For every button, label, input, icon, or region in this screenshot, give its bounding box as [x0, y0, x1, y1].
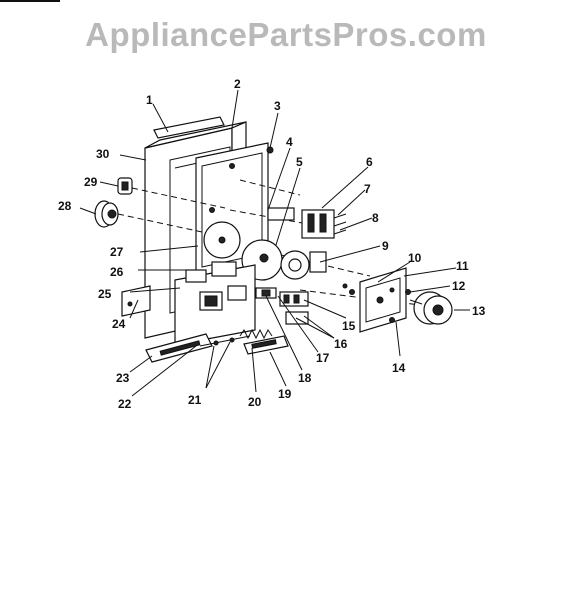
- callout-12: 12: [452, 279, 466, 293]
- callout-20: 20: [248, 395, 262, 409]
- motor-bracket: [359, 267, 407, 333]
- top-bracket: [153, 116, 225, 139]
- callout-4: 4: [286, 135, 293, 149]
- callout-labels: 1 2 3 4 5 6 7 8 9 10 11 12 13 14 15 16 1…: [58, 77, 486, 411]
- callout-5: 5: [296, 155, 303, 169]
- callout-13: 13: [472, 304, 486, 318]
- bracket-24: [121, 285, 151, 317]
- knob-29: [117, 177, 133, 195]
- callout-19: 19: [278, 387, 292, 401]
- callout-1: 1: [146, 93, 153, 107]
- callout-22: 22: [118, 397, 132, 411]
- callout-15: 15: [342, 319, 356, 333]
- callout-10: 10: [408, 251, 422, 265]
- callout-28: 28: [58, 199, 72, 213]
- callout-27: 27: [110, 245, 124, 259]
- switch-assembly: [267, 207, 347, 239]
- callout-18: 18: [298, 371, 312, 385]
- lower-assembly: [174, 261, 256, 346]
- callout-14: 14: [392, 361, 406, 375]
- callout-8: 8: [372, 211, 379, 225]
- top-rule: [0, 0, 60, 2]
- callout-23: 23: [116, 371, 130, 385]
- spring-assembly: [239, 328, 289, 355]
- callout-25: 25: [98, 287, 112, 301]
- callout-7: 7: [364, 182, 371, 196]
- callout-11: 11: [456, 259, 469, 273]
- callout-9: 9: [382, 239, 389, 253]
- terminal-blocks: [255, 287, 309, 325]
- leader-lines: [79, 89, 470, 397]
- element-21: [199, 335, 251, 347]
- callout-30: 30: [96, 147, 110, 161]
- callout-2: 2: [234, 77, 241, 91]
- callout-16: 16: [334, 337, 348, 351]
- callout-21: 21: [188, 393, 202, 407]
- knob-28: [94, 200, 119, 228]
- cam-9: [280, 250, 327, 280]
- callout-6: 6: [366, 155, 373, 169]
- callout-26: 26: [110, 265, 124, 279]
- callout-17: 17: [316, 351, 330, 365]
- motor-13: [409, 291, 453, 325]
- callout-29: 29: [84, 175, 98, 189]
- callout-24: 24: [112, 317, 126, 331]
- watermark-text: AppliancePartsPros.com: [85, 16, 487, 53]
- screws: [342, 283, 411, 323]
- callout-3: 3: [274, 99, 281, 113]
